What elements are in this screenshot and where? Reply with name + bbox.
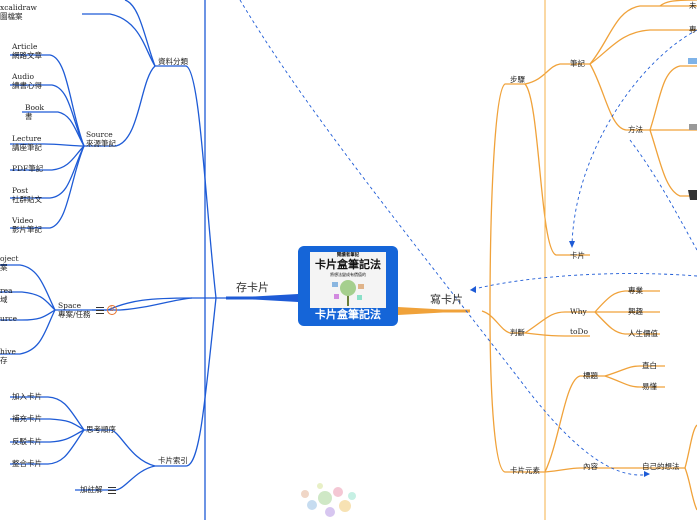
central-node[interactable]: 閱讀者筆記 卡片盒筆記法 將想法變成有價值的 卡片盒筆記法 bbox=[298, 246, 398, 326]
node-excalidraw[interactable]: xcalidraw 圖檔案 bbox=[0, 3, 37, 21]
node-supplement-card[interactable]: 補充卡片 bbox=[12, 414, 42, 423]
node-space[interactable]: Space 專案/任務 bbox=[58, 301, 91, 319]
node-audio[interactable]: Audio 讀書心得 bbox=[12, 72, 42, 90]
node-life-value[interactable]: 人生價值 bbox=[628, 329, 658, 338]
node-partial-1[interactable]: 未 bbox=[689, 1, 697, 10]
node-video[interactable]: Video 影片筆記 bbox=[12, 216, 42, 234]
node-method[interactable]: 方法 bbox=[628, 125, 643, 134]
minimap-thumbnail bbox=[301, 483, 356, 517]
node-pdf-notes[interactable]: PDF筆記 bbox=[12, 164, 44, 173]
node-store-cards[interactable]: 存卡片 bbox=[236, 281, 269, 294]
link-icon[interactable]: b bbox=[107, 305, 117, 315]
node-content[interactable]: 內容 bbox=[583, 462, 598, 471]
node-archive[interactable]: hive 存 bbox=[0, 347, 16, 365]
node-think-order[interactable]: 思考順序 bbox=[86, 425, 116, 434]
node-own-idea[interactable]: 自己的想法 bbox=[642, 462, 680, 471]
node-annotate[interactable]: 加註解 bbox=[80, 485, 103, 494]
node-post[interactable]: Post 社群貼文 bbox=[12, 186, 42, 204]
central-title: 卡片盒筆記法 bbox=[315, 308, 381, 321]
node-source[interactable]: Source 來源筆記 bbox=[86, 130, 116, 148]
node-area[interactable]: rea 域 bbox=[0, 286, 13, 304]
node-judge[interactable]: 判斷 bbox=[510, 328, 525, 337]
node-todo[interactable]: toDo bbox=[570, 327, 589, 336]
node-book[interactable]: Book 書 bbox=[25, 103, 45, 121]
node-article[interactable]: Article 網路文章 bbox=[12, 42, 42, 60]
node-refute-card[interactable]: 反駁卡片 bbox=[12, 437, 42, 446]
node-partial-2[interactable]: 專 bbox=[689, 25, 697, 34]
notes-icon[interactable] bbox=[108, 487, 116, 494]
node-why[interactable]: Why bbox=[570, 307, 587, 316]
node-steps[interactable]: 步驟 bbox=[510, 75, 525, 84]
node-card[interactable]: 卡片 bbox=[570, 251, 585, 260]
cover-sub-text: 將想法變成有價值的 bbox=[330, 272, 366, 277]
node-add-card[interactable]: 加入卡片 bbox=[12, 392, 42, 401]
node-integrate-card[interactable]: 整合卡片 bbox=[12, 459, 42, 468]
node-lecture[interactable]: Lecture 講座筆記 bbox=[12, 134, 42, 152]
node-professional[interactable]: 專業 bbox=[628, 286, 643, 295]
node-resource[interactable]: urce bbox=[0, 314, 18, 323]
node-plain[interactable]: 直白 bbox=[642, 361, 657, 370]
right-edge-icons bbox=[688, 58, 697, 200]
node-write-cards[interactable]: 寫卡片 bbox=[430, 293, 463, 306]
node-interest[interactable]: 興趣 bbox=[628, 307, 643, 316]
notes-icon[interactable] bbox=[96, 307, 104, 314]
cover-title-text: 卡片盒筆記法 bbox=[315, 258, 381, 271]
node-card-index[interactable]: 卡片索引 bbox=[158, 456, 188, 465]
node-title[interactable]: 標題 bbox=[583, 371, 598, 380]
node-data-class[interactable]: 資料分類 bbox=[158, 57, 188, 66]
node-easy[interactable]: 易懂 bbox=[642, 382, 657, 391]
node-notes[interactable]: 筆記 bbox=[570, 59, 585, 68]
cover-top-text: 閱讀者筆記 bbox=[336, 253, 360, 258]
tree-illustration bbox=[332, 280, 364, 306]
node-project[interactable]: oject 案 bbox=[0, 254, 19, 272]
book-cover-image: 閱讀者筆記 卡片盒筆記法 將想法變成有價值的 bbox=[310, 252, 386, 308]
node-card-elements[interactable]: 卡片元素 bbox=[510, 466, 540, 475]
